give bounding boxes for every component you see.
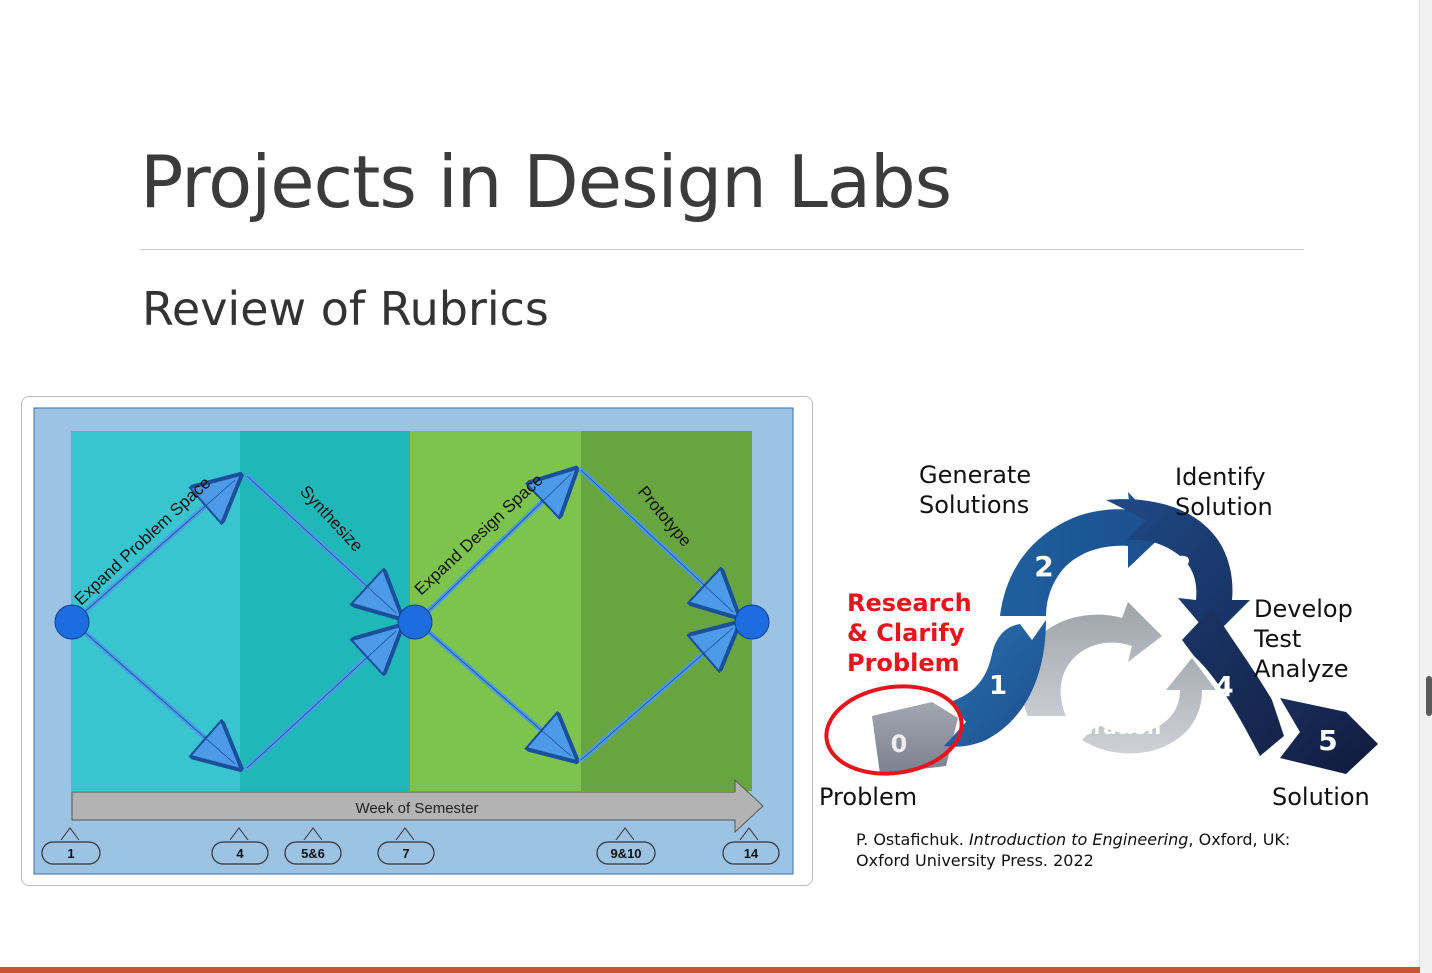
- vertical-scrollbar[interactable]: [1419, 0, 1432, 973]
- step-2-shape: [1000, 492, 1166, 616]
- week-marker-14: 14: [722, 827, 780, 865]
- step-0-number: 0: [891, 730, 908, 758]
- week-marker-5-6: 5&6: [284, 827, 342, 865]
- week-label-7: 7: [402, 846, 409, 861]
- iteration-ring-left: [1020, 602, 1162, 716]
- double-diamond-diagram: Expand Problem Space Synthesize Expand D…: [33, 407, 794, 875]
- highlight-circle: [824, 684, 964, 776]
- step-5-number: 5: [1318, 724, 1337, 757]
- node-middle: [397, 604, 433, 640]
- step-4-shape: [1182, 608, 1284, 756]
- step-1-shape: [944, 620, 1046, 747]
- title-divider: [140, 249, 1304, 250]
- label-identify-solution: Identify Solution: [1175, 463, 1273, 521]
- label-research-clarify-problem: Research & Clarify Problem: [847, 589, 972, 677]
- slide-bottom-accent-bar: [0, 967, 1420, 973]
- week-label-9-10: 9&10: [610, 846, 641, 861]
- timeline-label: Week of Semester: [355, 800, 478, 817]
- step-2-number: 2: [1034, 550, 1053, 583]
- week-marker-7: 7: [377, 827, 435, 865]
- slide-title: Projects in Design Labs: [140, 140, 952, 224]
- slide-subtitle: Review of Rubrics: [142, 282, 549, 336]
- week-label-1: 1: [67, 846, 74, 861]
- week-label-14: 14: [744, 846, 759, 861]
- label-generate-solutions: Generate Solutions: [919, 461, 1032, 519]
- step-0-shape: [872, 702, 958, 774]
- step-3-number: 3: [1172, 550, 1191, 583]
- iteration-ring-right: [1082, 658, 1216, 754]
- phase-3-band: [410, 431, 581, 791]
- week-marker-1: 1: [41, 827, 101, 865]
- timeline-arrow: [71, 778, 764, 834]
- step-5-shape: [1280, 698, 1378, 774]
- label-solution: Solution: [1272, 783, 1370, 811]
- week-label-5-6: 5&6: [301, 846, 325, 861]
- label-problem: Problem: [819, 783, 918, 811]
- iteration-label: Iteration: [1063, 715, 1161, 739]
- phase-2-band: [240, 431, 410, 791]
- citation: P. Ostafichuk. Introduction to Engineeri…: [856, 830, 1291, 870]
- week-marker-9-10: 9&10: [596, 827, 656, 865]
- node-start: [54, 604, 90, 640]
- phase-1-band: [71, 431, 240, 791]
- scrollbar-thumb[interactable]: [1426, 676, 1432, 716]
- week-marker-4: 4: [211, 827, 269, 865]
- step-4-number: 4: [1214, 670, 1233, 703]
- step-1-number: 1: [989, 671, 1007, 701]
- week-label-4: 4: [236, 846, 244, 861]
- step-3-shape: [1106, 499, 1250, 638]
- node-end: [734, 604, 770, 640]
- design-cycle-diagram: Iteration 0 1 2 3 4 5: [824, 492, 1378, 776]
- label-develop-test-analyze: Develop Test Analyze: [1254, 595, 1353, 683]
